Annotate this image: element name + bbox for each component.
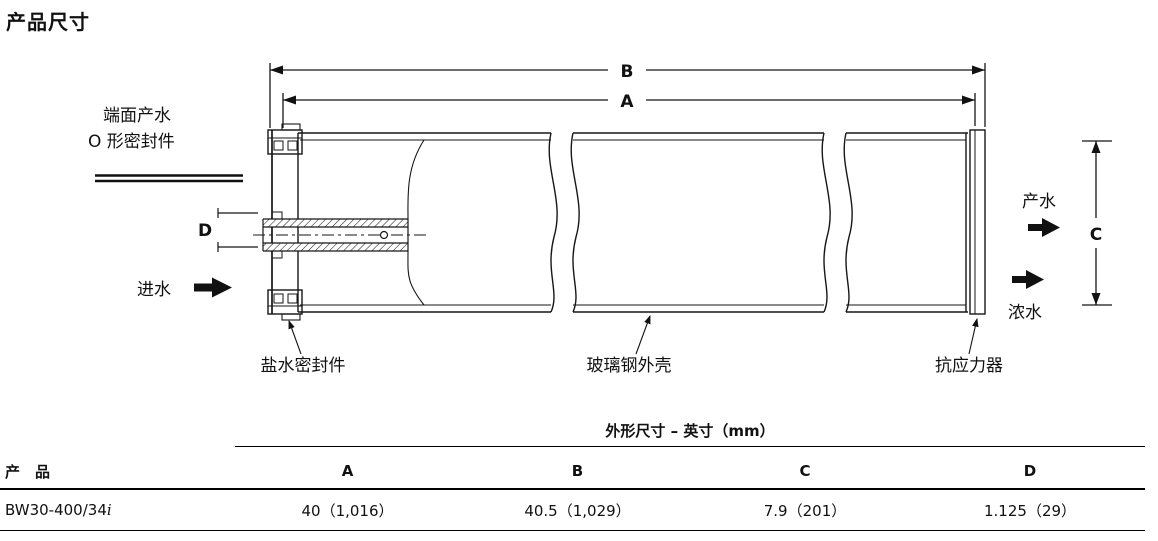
table-span-header-spacer [0,418,235,447]
cell-product-name: BW30-400/34i [0,488,235,531]
cell-dim-b: 40.5（1,029） [460,488,695,531]
column-header-c: C [695,446,915,490]
shell-label: 玻璃钢外壳 [587,356,672,376]
oring-label-line2: O 形密封件 [88,132,175,152]
product-water-label: 产水 [1022,192,1056,212]
column-header-d: D [915,446,1146,490]
dim-label-D: D [198,221,212,241]
cell-dim-a: 40（1,016） [235,488,460,531]
dimensions-table-grid: 外形尺寸 – 英寸（mm） 产 品 A B C D BW30-400/34i 4… [0,418,1146,531]
product-name-base: BW30-400/34 [5,501,107,519]
column-header-a: A [235,446,460,490]
dimension-A [282,93,976,128]
dim-label-C: C [1090,225,1102,245]
oring-label-line1: 端面产水 [103,106,171,126]
dimension-C [1082,140,1112,306]
feed-label: 进水 [137,280,171,300]
table-span-header: 外形尺寸 – 英寸（mm） [235,418,1146,447]
membrane-element-diagram: B A [88,62,1112,376]
callout-leaders [288,314,979,355]
page-title: 产品尺寸 [6,10,90,34]
table-span-header-row: 外形尺寸 – 英寸（mm） [0,418,1146,447]
column-header-product: 产 品 [0,446,235,490]
feed-arrow-icon [194,277,232,298]
column-header-b: B [460,446,695,490]
concentrate-label: 浓水 [1008,303,1042,323]
dim-label-B: B [621,62,634,82]
product-water-tube [253,211,428,259]
table-row: BW30-400/34i 40（1,016） 40.5（1,029） 7.9（2… [0,488,1146,531]
cell-dim-c: 7.9（201） [695,488,915,531]
element-body [298,132,968,313]
product-water-arrow-icon [1028,218,1060,237]
product-name-suffix: i [106,501,112,519]
stress-device-label: 抗应力器 [935,356,1003,376]
dimension-D [217,208,258,252]
dimension-B [269,63,986,128]
anti-stress-ring [965,129,986,315]
dim-label-A: A [620,92,634,112]
concentrate-arrow-icon [1012,270,1044,289]
dimensions-table: 外形尺寸 – 英寸（mm） 产 品 A B C D BW30-400/34i 4… [0,418,1158,531]
oring-leader-bar [95,174,243,183]
brine-seal-label: 盐水密封件 [261,356,346,376]
table-header-row: 产 品 A B C D [0,446,1146,490]
cell-dim-d: 1.125（29） [915,488,1146,531]
